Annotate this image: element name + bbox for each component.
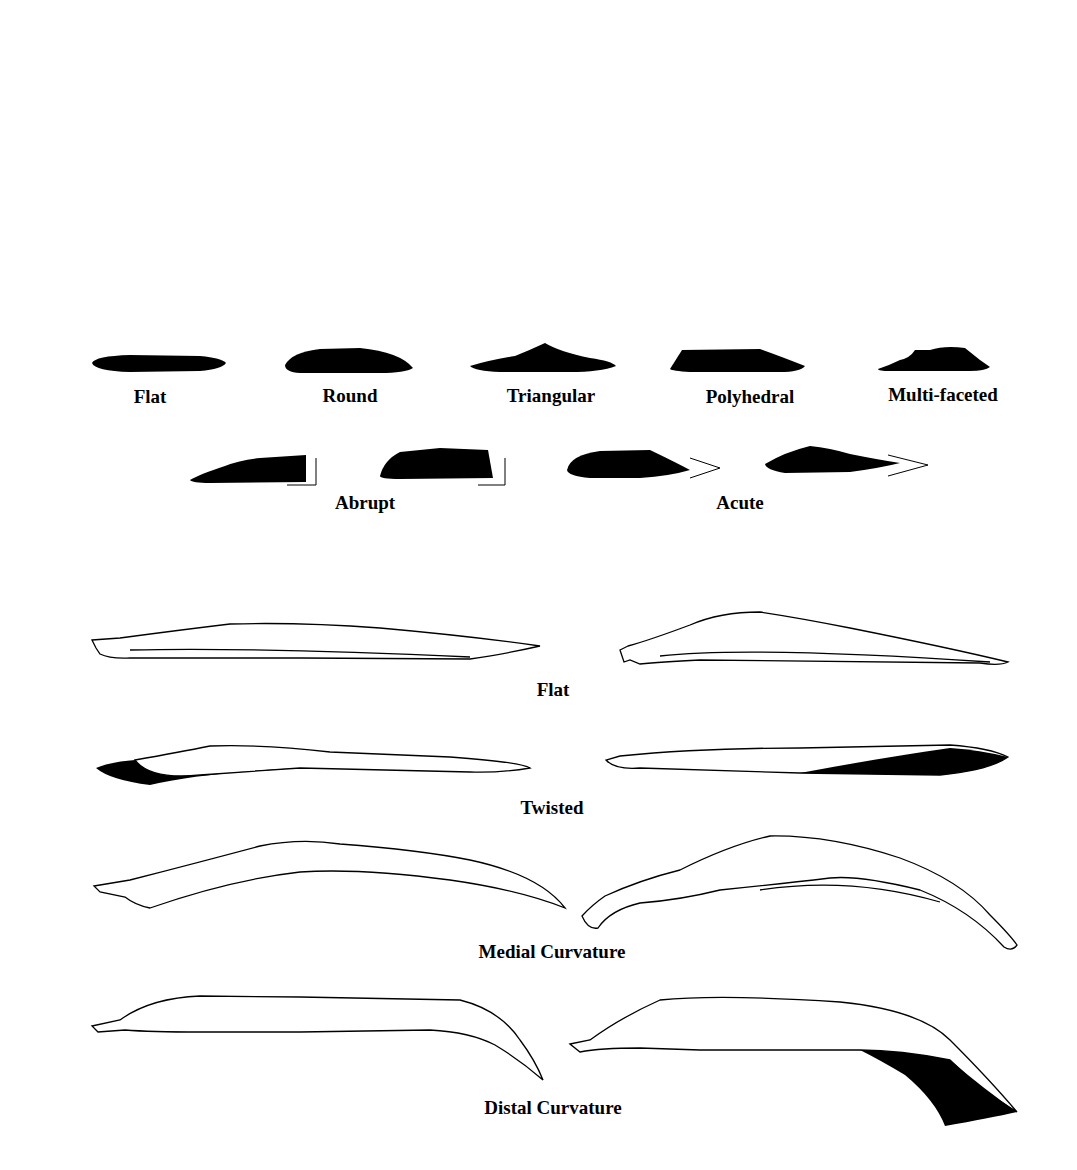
section-label: Flat [134, 387, 167, 406]
section-label: Round [323, 386, 378, 405]
profile-label: Flat [537, 680, 570, 699]
profile-label: Twisted [521, 798, 584, 817]
edge-angle-label: Acute [716, 493, 763, 512]
section-label: Triangular [507, 386, 595, 405]
edge-angle-label: Abrupt [335, 493, 395, 512]
section-label: Multi-faceted [888, 385, 998, 404]
profile-label: Medial Curvature [479, 942, 626, 961]
profile-label: Distal Curvature [484, 1098, 621, 1117]
section-label: Polyhedral [706, 387, 795, 406]
